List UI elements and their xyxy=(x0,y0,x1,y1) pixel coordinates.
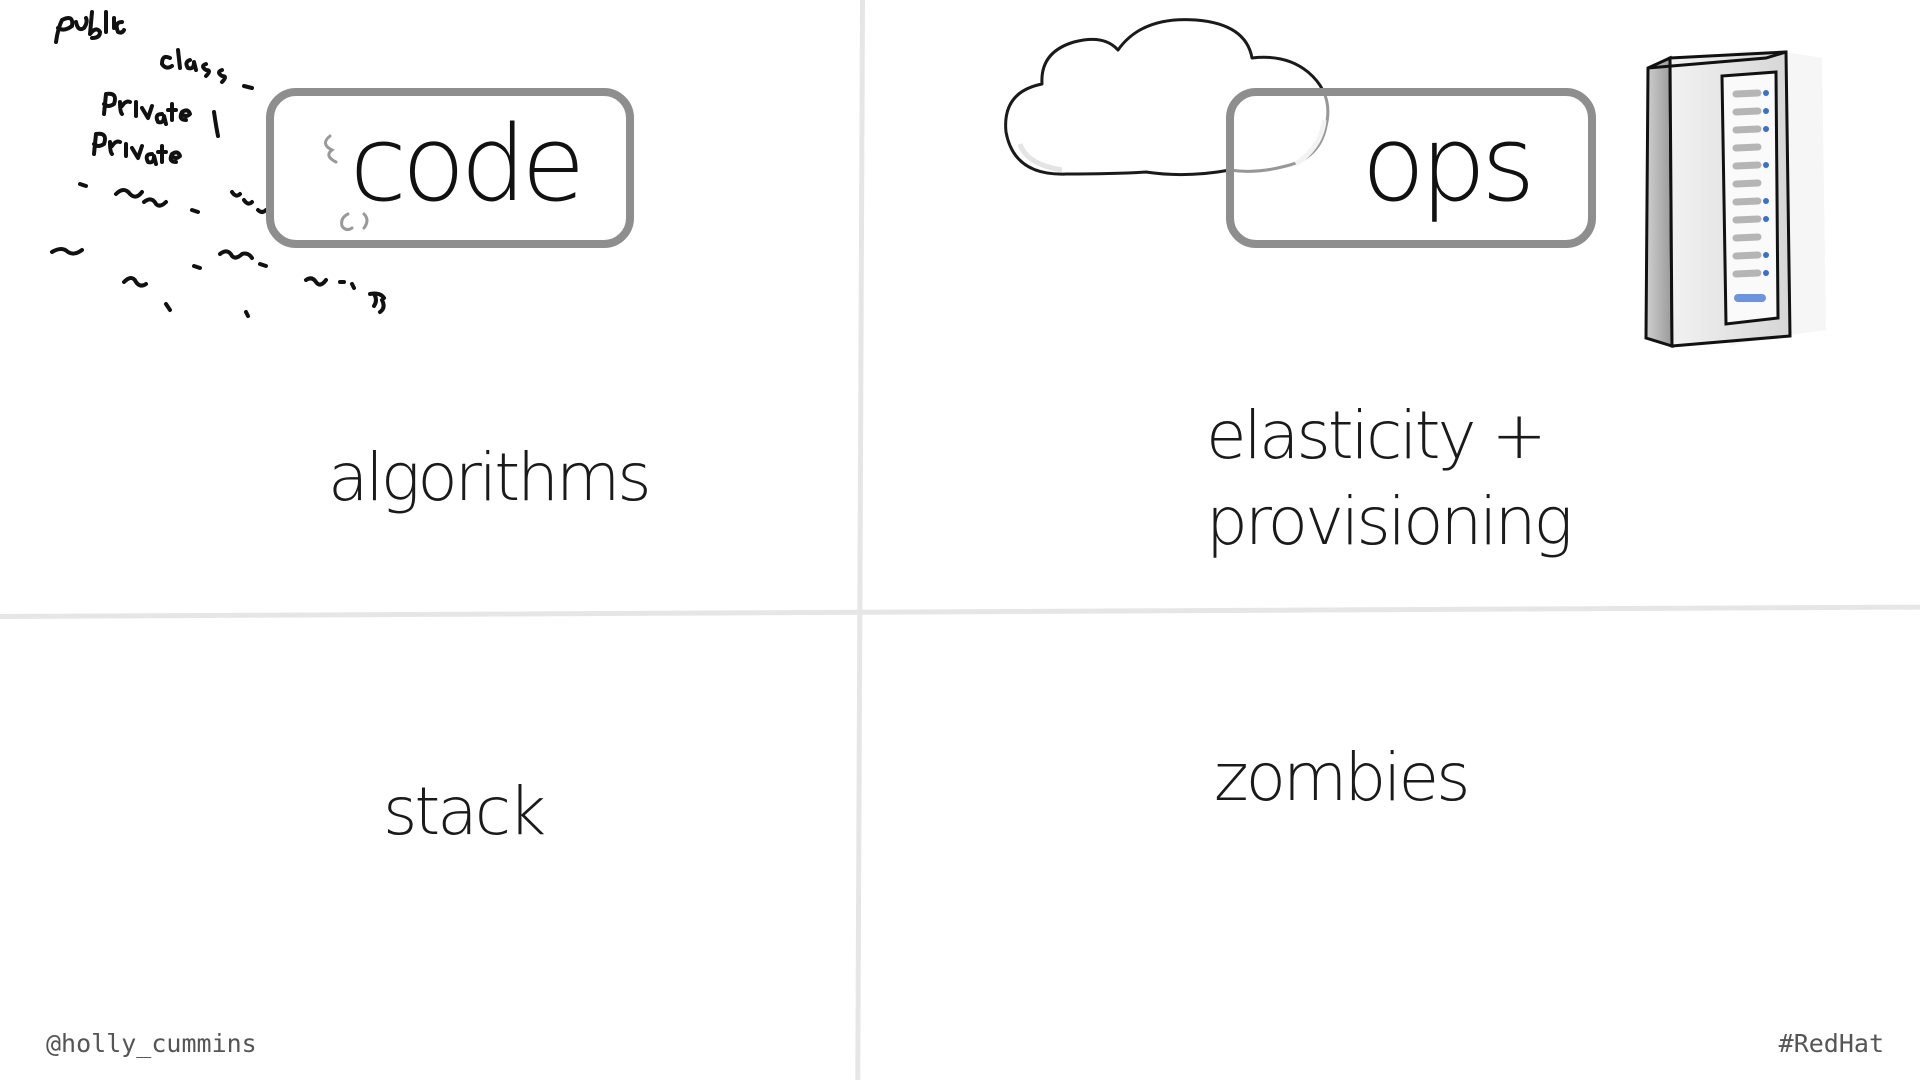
ops-label: ops xyxy=(1361,103,1536,225)
footer-handle: @holly_cummins xyxy=(46,1029,257,1058)
horizontal-divider xyxy=(0,604,1920,619)
code-label: code xyxy=(349,103,586,225)
topic-algorithms: algorithms xyxy=(328,439,652,516)
server-rack-icon xyxy=(1644,50,1826,349)
vertical-divider xyxy=(855,0,865,1080)
footer-hashtag: #RedHat xyxy=(1778,1029,1884,1058)
ops-label-box: ops xyxy=(1226,88,1596,248)
topic-zombies: zombies xyxy=(1214,739,1471,816)
code-label-box: code xyxy=(266,88,634,248)
topic-stack: stack xyxy=(383,773,546,850)
topic-provisioning: provisioning xyxy=(1206,483,1573,560)
topic-elasticity: elasticity + xyxy=(1206,397,1547,474)
